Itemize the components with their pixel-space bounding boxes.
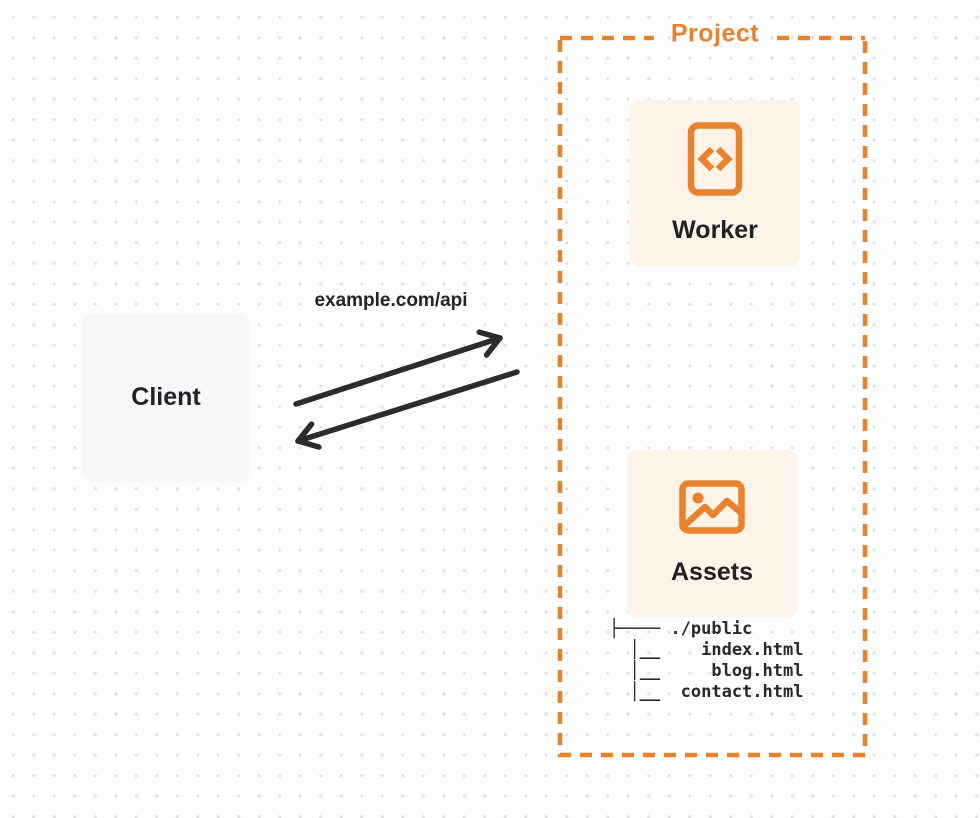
client-node: Client [82,313,250,482]
request-url-label: example.com/api [314,290,468,311]
request-arrow [293,329,503,407]
image-icon [679,480,745,534]
project-label: Project [670,19,760,48]
file-tree: ├──── ./public │__ index.html │__ blog.h… [609,619,804,702]
worker-node: Worker [630,100,800,266]
response-arrow [295,369,520,450]
assets-node: Assets [627,450,797,617]
assets-label: Assets [671,558,753,586]
code-file-icon [687,121,743,196]
worker-label: Worker [672,215,758,244]
client-label: Client [131,383,201,411]
